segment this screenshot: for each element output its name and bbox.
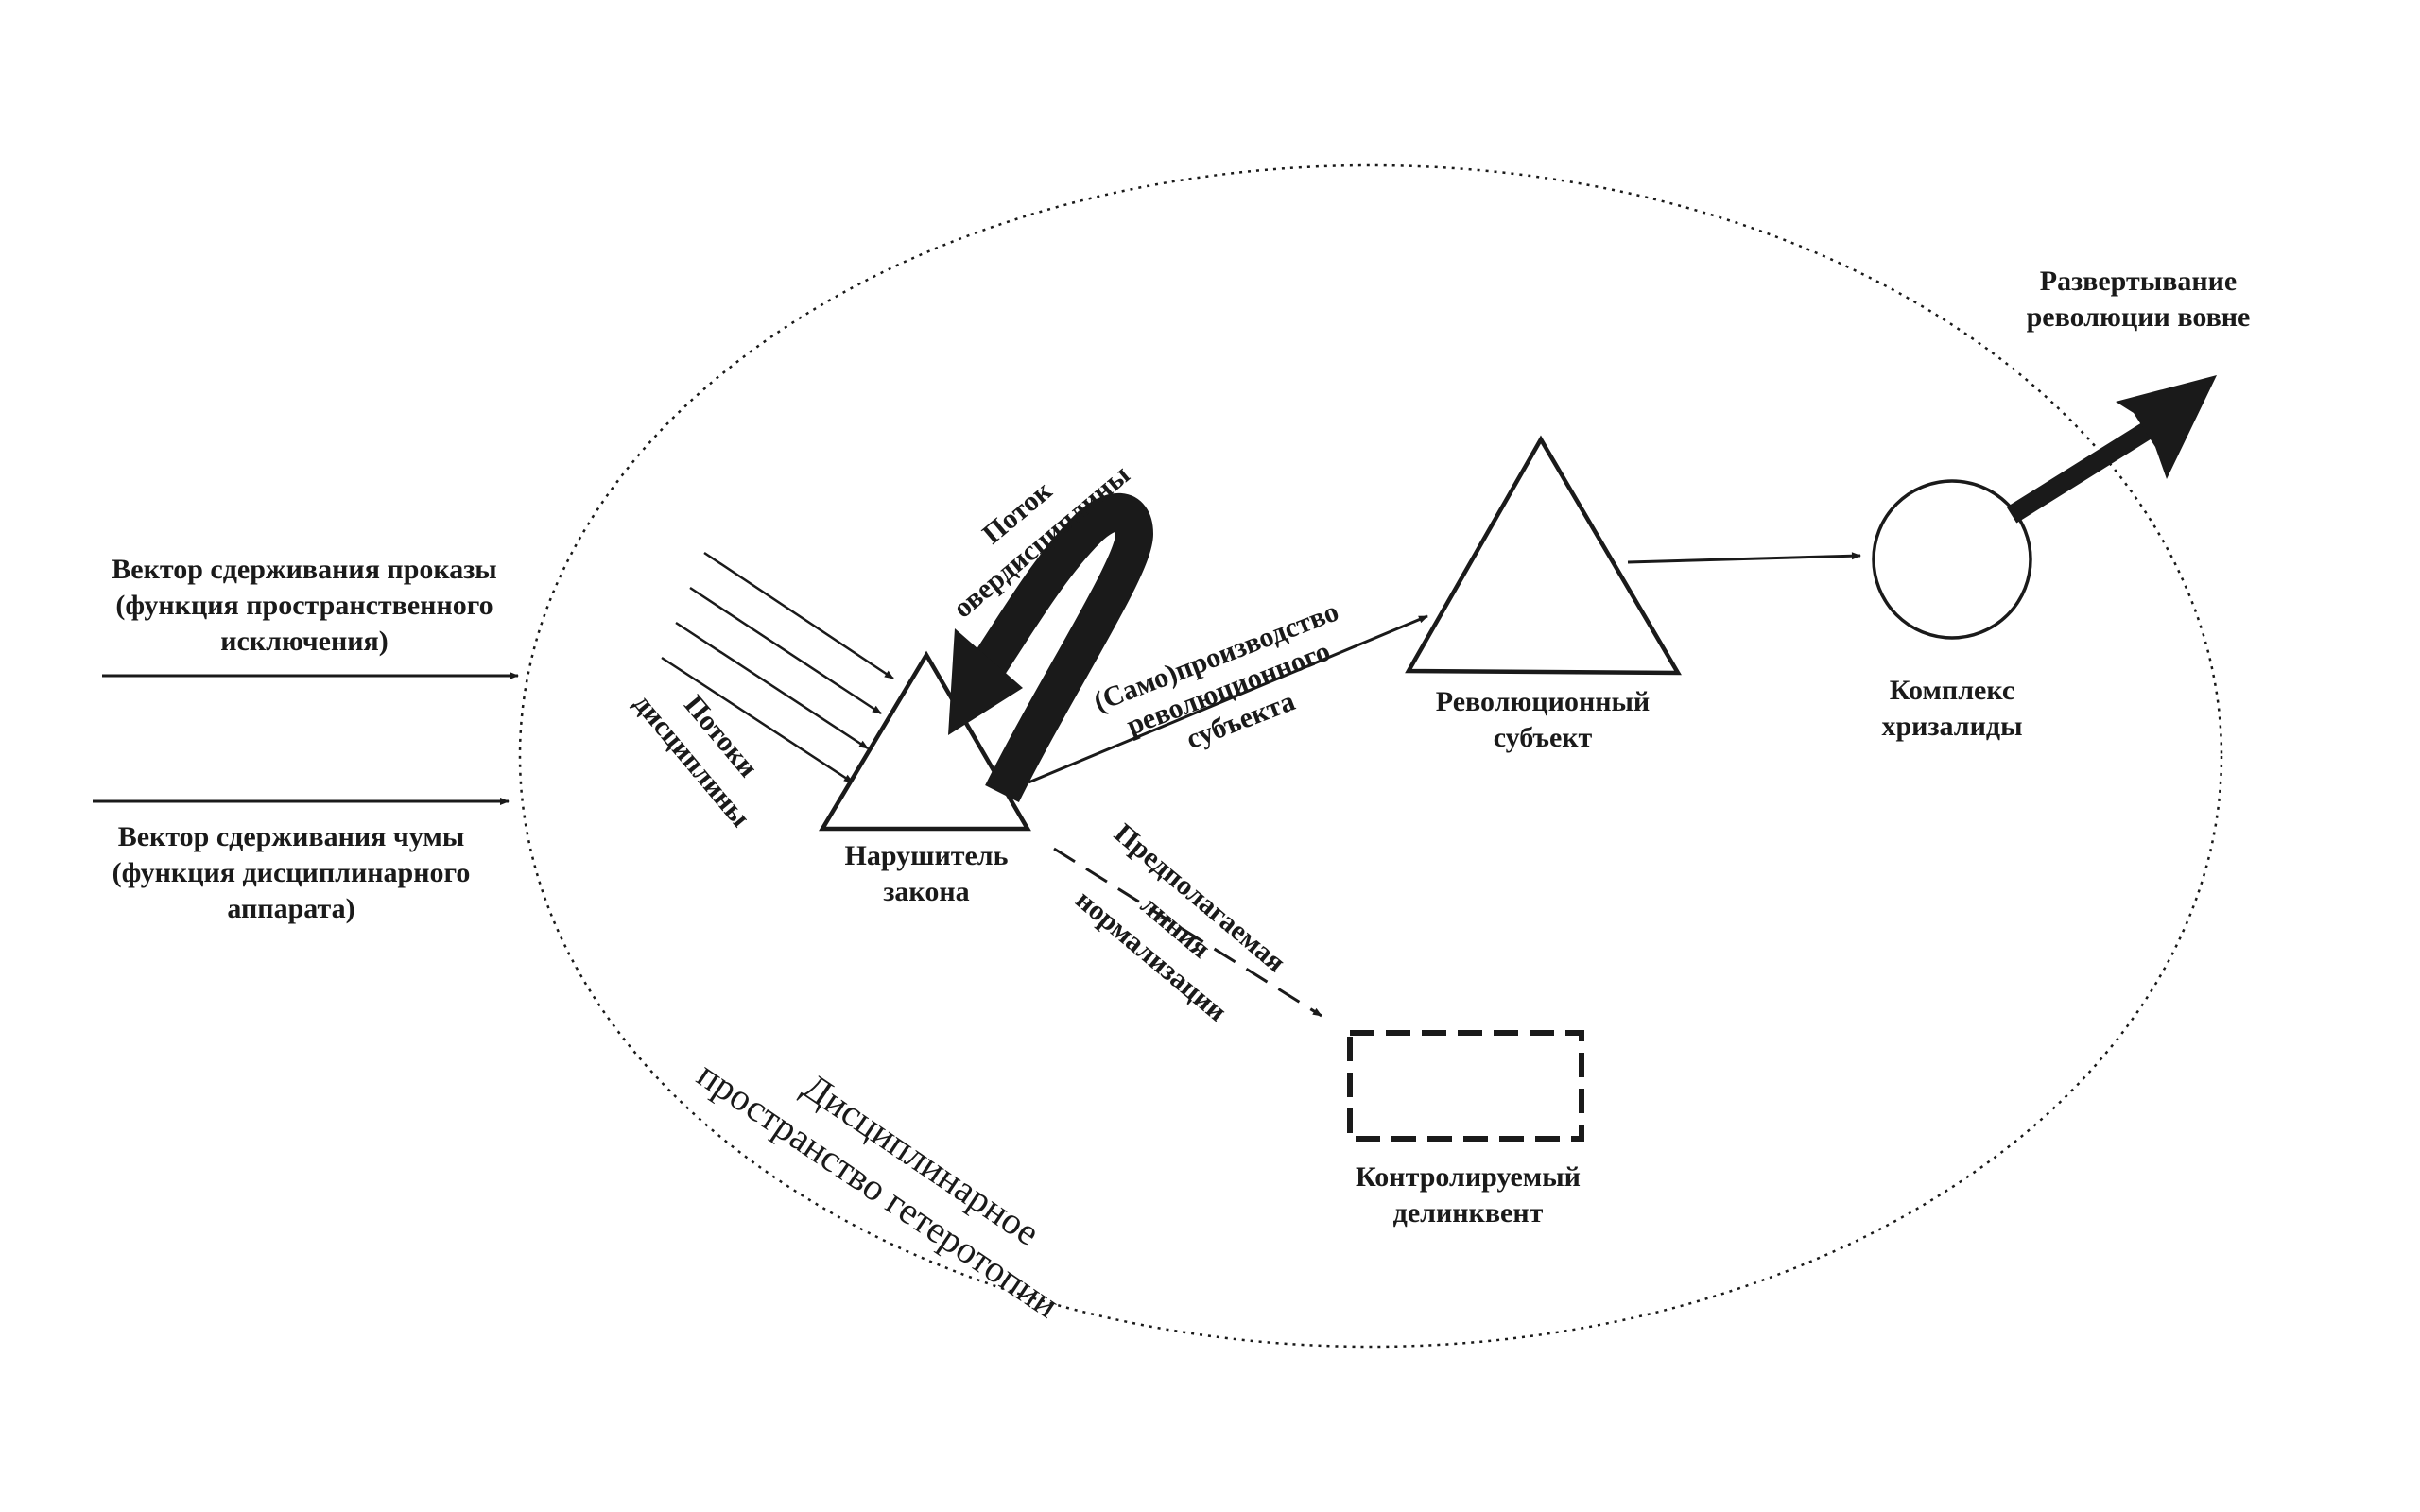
lawbreaker-label: Нарушитель закона (845, 840, 1009, 907)
svg-text:Развертывание: Развертывание (2040, 266, 2237, 297)
revolutionary-subject-triangle (1405, 435, 1682, 676)
svg-text:Вектор сдерживания чумы: Вектор сдерживания чумы (118, 821, 465, 852)
svg-text:Революционный: Революционный (1436, 686, 1650, 717)
revolution-outward-label: Развертывание революции вовне (2027, 266, 2251, 333)
heterotopia-ellipse (518, 163, 2223, 1349)
svg-text:Вектор сдерживания проказы: Вектор сдерживания проказы (112, 554, 496, 585)
svg-text:закона: закона (883, 876, 969, 907)
normalization-line-label: Предполагаемая линия нормализации (1070, 817, 1291, 1027)
self-production-arrow (1028, 614, 1428, 784)
svg-text:исключения): исключения) (220, 626, 389, 657)
leprosy-vector-label: Вектор сдерживания проказы (функция прос… (112, 554, 496, 657)
heterotopia-space-label: Дисциплинарное пространство гетеротопии (690, 1053, 1067, 1326)
subject-to-chrysalis-arrow (1627, 552, 1861, 564)
discipline-flow-arrow (661, 656, 854, 784)
overdiscipline-arrow (948, 492, 1154, 802)
svg-text:Контролируемый: Контролируемый (1356, 1161, 1581, 1193)
svg-text:(функция дисциплинарного: (функция дисциплинарного (112, 857, 471, 888)
revolutionary-subject-label: Революционный субъект (1436, 686, 1650, 753)
chrysalis-circle (1872, 479, 2032, 640)
svg-text:Нарушитель: Нарушитель (845, 840, 1009, 871)
normalization-dashed-arrow (1053, 847, 1322, 1018)
discipline-flow-arrow (675, 621, 869, 750)
svg-text:Комплекс: Комплекс (1890, 675, 2014, 706)
self-production-label: (Само)производство революционного субъек… (1090, 595, 1343, 755)
svg-text:революции вовне: революции вовне (2027, 301, 2251, 333)
lawbreaker-triangle (819, 650, 1031, 832)
controlled-delinquent-box (1347, 1030, 1584, 1142)
discipline-flows-label: Потоки дисциплины (628, 688, 764, 833)
discipline-flow-arrow (703, 551, 894, 680)
svg-text:субъект: субъект (1494, 722, 1593, 753)
svg-text:аппарата): аппарата) (227, 893, 354, 924)
svg-text:пространство гетеротопии: пространство гетеротопии (690, 1053, 1067, 1326)
svg-text:(функция пространственного: (функция пространственного (115, 590, 493, 621)
svg-text:делинквент: делинквент (1393, 1197, 1544, 1228)
chrysalis-complex-label: Комплекс хризалиды (1881, 675, 2022, 742)
controlled-delinquent-label: Контролируемый делинквент (1356, 1161, 1581, 1228)
revolution-outward-arrow (2006, 375, 2217, 524)
svg-text:хризалиды: хризалиды (1881, 711, 2022, 742)
discipline-flow-arrow (689, 586, 882, 715)
overdiscipline-arrowhead (948, 628, 1023, 735)
revolution-outward-arrowhead (2116, 375, 2217, 479)
plague-vector-label: Вектор сдерживания чумы (функция дисципл… (112, 821, 471, 924)
discipline-flow-arrows (661, 551, 894, 784)
